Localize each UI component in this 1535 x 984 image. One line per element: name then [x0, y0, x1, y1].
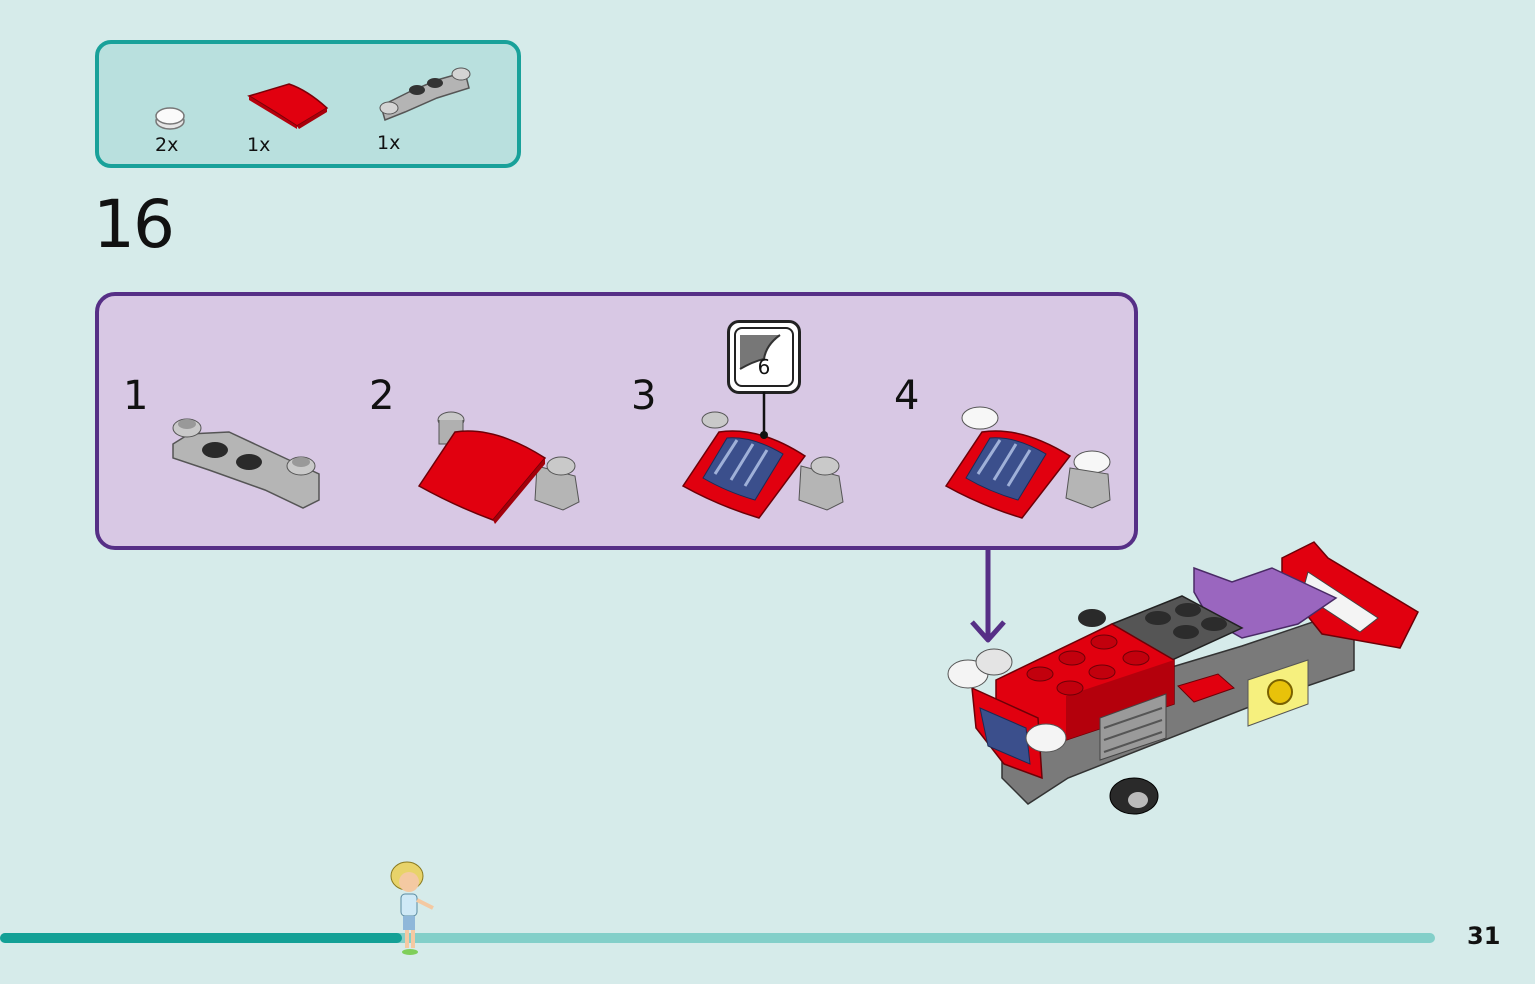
white-round-tile-icon	[155, 107, 185, 130]
part-quantity: 1x	[247, 134, 271, 156]
red-curved-slope-icon	[247, 83, 329, 129]
subassembly-box: 1 2 3 4	[95, 292, 1138, 550]
sticker-callout: 6	[727, 320, 801, 394]
model-assembly-illustration	[947, 541, 1419, 815]
sticker-icon: 6	[734, 327, 794, 387]
substep-number-2: 2	[369, 373, 395, 419]
gray-plate-with-clips-icon	[379, 67, 471, 122]
substep-3-illustration	[681, 411, 844, 519]
substep-number-4: 4	[894, 373, 920, 419]
substep-number-3: 3	[631, 373, 657, 419]
part-quantity: 1x	[377, 132, 401, 154]
substep-number-1: 1	[123, 373, 149, 419]
step-number: 16	[93, 186, 175, 263]
substep-4-illustration	[944, 406, 1111, 519]
part-gray-plate-with-clips: 1x	[375, 62, 473, 154]
page-number: 31	[1467, 922, 1501, 950]
character-figure-icon	[390, 861, 434, 955]
progress-bar-fill	[0, 933, 402, 943]
substep-2-illustration	[417, 411, 580, 524]
sticker-leader-line	[760, 392, 768, 439]
parts-list-box: 2x 1x 1x	[95, 40, 521, 168]
down-arrow-icon	[970, 548, 1006, 643]
part-white-round-tile: 2x	[153, 106, 187, 156]
progress-bar	[0, 933, 1435, 943]
sticker-number: 6	[757, 355, 771, 379]
part-quantity: 2x	[155, 134, 179, 156]
part-red-curved-slope: 1x	[245, 82, 331, 156]
substep-1-illustration	[172, 418, 320, 509]
